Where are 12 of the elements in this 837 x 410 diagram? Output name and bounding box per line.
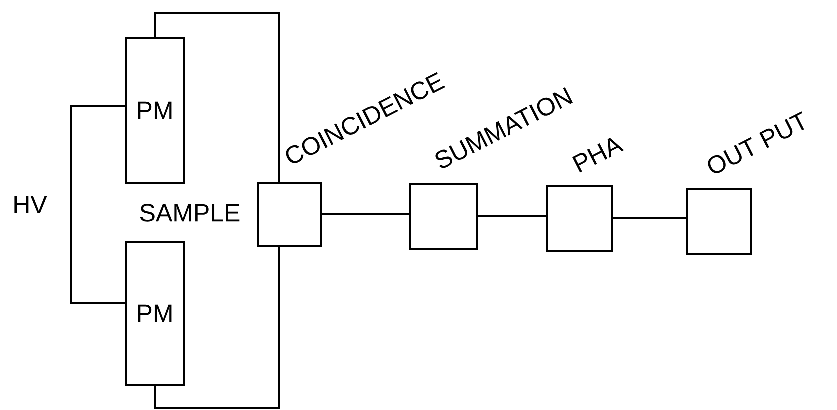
block-heading: PHA	[572, 138, 624, 173]
wire	[478, 216, 546, 218]
sample-label: SAMPLE	[140, 204, 240, 222]
wire	[70, 105, 125, 304]
detector-box: PM	[125, 241, 185, 386]
wire	[154, 246, 280, 409]
edge-label: HV	[12, 195, 48, 214]
wire	[154, 12, 280, 183]
wire	[613, 218, 686, 220]
block-heading: OUT PUT	[708, 112, 804, 174]
detector-box: PM	[125, 37, 185, 184]
wire	[322, 214, 409, 216]
